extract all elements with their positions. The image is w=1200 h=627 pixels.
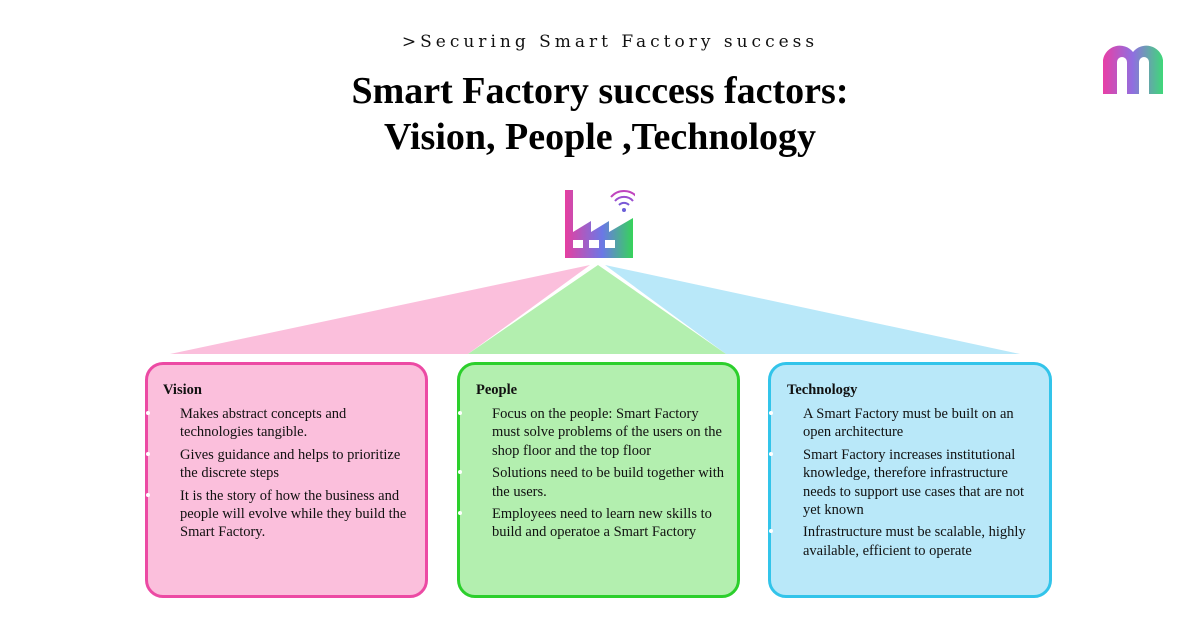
title-line-2: Vision, People ,Technology	[383, 116, 817, 158]
list-item: Smart Factory increases institutional kn…	[769, 446, 1039, 520]
vision-heading: Vision	[163, 382, 202, 398]
technology-heading: Technology	[787, 382, 858, 398]
people-heading: People	[476, 382, 518, 398]
people-card: People Focus on the people: Smart Factor…	[457, 362, 740, 598]
list-item: Solutions need to be build together with…	[458, 464, 727, 501]
vision-card: Vision Makes abstract concepts and techn…	[145, 362, 428, 598]
m-brand-logo-icon	[1103, 45, 1163, 94]
smart-factory-icon	[565, 190, 635, 258]
technology-fan	[605, 265, 1020, 354]
list-item: Makes abstract concepts and technologies…	[146, 405, 415, 442]
title-line-1: Smart Factory success factors:	[351, 70, 849, 112]
vision-fan	[170, 265, 590, 354]
list-item: A Smart Factory must be built on an open…	[769, 405, 1039, 442]
list-item: Gives guidance and helps to prioritize t…	[146, 446, 415, 483]
subtitle: >Securing Smart Factory success	[401, 32, 819, 52]
list-item: Employees need to learn new skills to bu…	[458, 505, 727, 542]
vision-list: Makes abstract concepts and technologies…	[146, 405, 415, 546]
people-list: Focus on the people: Smart Factory must …	[458, 405, 727, 546]
list-item: Infrastructure must be scalable, highly …	[769, 523, 1039, 560]
technology-card: Technology A Smart Factory must be built…	[768, 362, 1052, 598]
people-fan	[468, 265, 726, 354]
list-item: It is the story of how the business and …	[146, 487, 415, 542]
page-title: Smart Factory success factors: Vision, P…	[0, 68, 1200, 160]
list-item: Focus on the people: Smart Factory must …	[458, 405, 727, 460]
technology-list: A Smart Factory must be built on an open…	[769, 405, 1039, 564]
